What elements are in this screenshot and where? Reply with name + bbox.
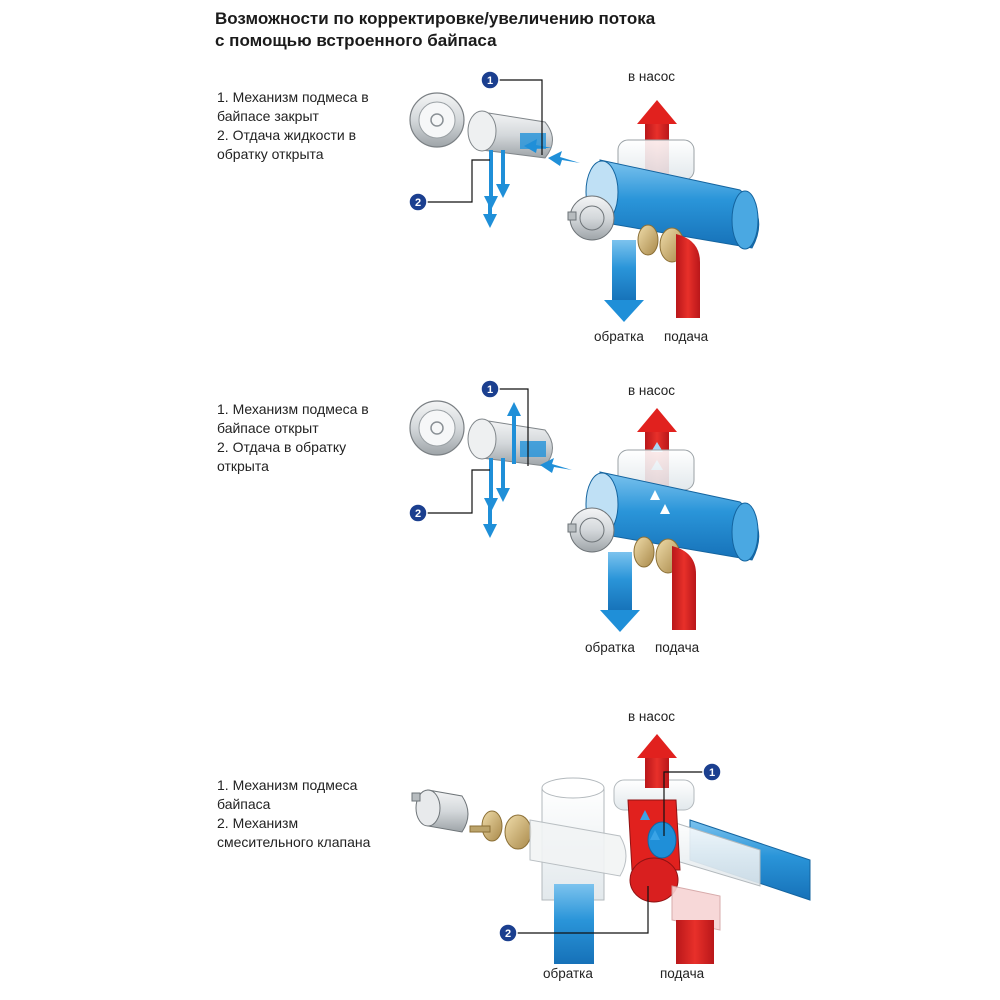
panel-2-illustration: 1 2	[408, 379, 760, 632]
panel-3-description: 1. Механизм подмеса байпаса 2. Механизм …	[217, 776, 407, 852]
panel-2-supply-arrow	[672, 546, 696, 630]
panel-2-manifold	[567, 449, 760, 574]
panel-3-callout-2-number: 2	[505, 928, 511, 940]
panel-1-description: 1. Механизм подмеса в байпасе закрыт 2. …	[217, 88, 407, 164]
panel-3-mixing-body	[613, 779, 721, 931]
panel-2-label-return: обратка	[585, 640, 635, 655]
panel-1-desc-line: 1. Механизм подмеса в	[217, 89, 369, 105]
panel-2-callout-2-number: 2	[415, 508, 421, 520]
panel-2-cartridge-arrows	[483, 402, 572, 538]
panel-2-callout-1: 1	[480, 379, 529, 466]
panel-1-desc-line: байпасе закрыт	[217, 108, 319, 124]
panel-3-label-pump: в насос	[628, 709, 676, 724]
panel-2-desc-line: 2. Отдача в обратку	[217, 439, 347, 455]
panel-3-label-return: обратка	[543, 966, 593, 981]
panel-3-illustration: 1 2	[411, 734, 811, 964]
panel-3-desc-line: 2. Механизм	[217, 815, 299, 831]
panel-1-return-arrow	[604, 240, 644, 322]
panel-2-desc-line: 1. Механизм подмеса в	[217, 401, 369, 417]
panel-2-return-arrow	[600, 552, 640, 632]
panel-3-desc-line: байпаса	[217, 796, 271, 812]
panel-3-supply-arrow	[676, 920, 714, 964]
panel-3-label-supply: подача	[660, 966, 705, 981]
panel-2-desc-line: байпасе открыт	[217, 420, 319, 436]
panel-3-return-arrow	[554, 884, 594, 964]
panel-1-label-supply: подача	[664, 329, 709, 344]
panel-1-bypass-cartridge	[467, 110, 553, 159]
panel-1-label-return: обратка	[594, 329, 644, 344]
panel-2-bypass-cartridge	[467, 418, 553, 467]
panel-3-callout-1: 1	[663, 762, 722, 836]
panel-1-callout-1: 1	[480, 70, 543, 155]
panel-2-knob-cap	[409, 400, 465, 456]
panel-2-desc-line: открыта	[217, 458, 269, 474]
panel-1-callout-2: 2	[408, 159, 490, 212]
panel-1-desc-line: 2. Отдача жидкости в	[217, 127, 357, 143]
title-line-2: с помощью встроенного байпаса	[215, 31, 497, 50]
panel-3-knob-cap	[411, 789, 469, 833]
panel-3-callout-2: 2	[498, 886, 649, 943]
panel-3-blue-pipe	[659, 817, 811, 901]
diagram-title: Возможности по корректировке/увеличению …	[215, 8, 835, 52]
panel-1-label-pump: в насос	[628, 69, 676, 84]
panel-2-description: 1. Механизм подмеса в байпасе открыт 2. …	[217, 400, 407, 476]
panel-3-callout-1-number: 1	[709, 767, 715, 779]
panel-2-label-pump: в насос	[628, 383, 676, 398]
panel-3-desc-line: 1. Механизм подмеса	[217, 777, 358, 793]
panel-1-callout-1-number: 1	[487, 75, 493, 87]
panel-3-transparent-tee	[529, 777, 627, 901]
title-line-1: Возможности по корректировке/увеличению …	[215, 9, 656, 28]
panel-3-desc-line: смесительного клапана	[217, 834, 371, 850]
panel-1-desc-line: обратку открыта	[217, 146, 324, 162]
panel-1-knob-cap	[409, 92, 465, 148]
panel-3-brass-disc	[469, 810, 532, 850]
panel-1-callout-2-number: 2	[415, 197, 421, 209]
panel-1-manifold	[567, 139, 760, 263]
panel-2-callout-2: 2	[408, 469, 490, 523]
panel-1-cartridge-arrows	[483, 139, 580, 228]
panel-2-label-supply: подача	[655, 640, 700, 655]
panel-1-illustration: 1 2	[408, 70, 760, 322]
panel-1-supply-arrow	[676, 234, 700, 318]
panel-2-callout-1-number: 1	[487, 384, 493, 396]
